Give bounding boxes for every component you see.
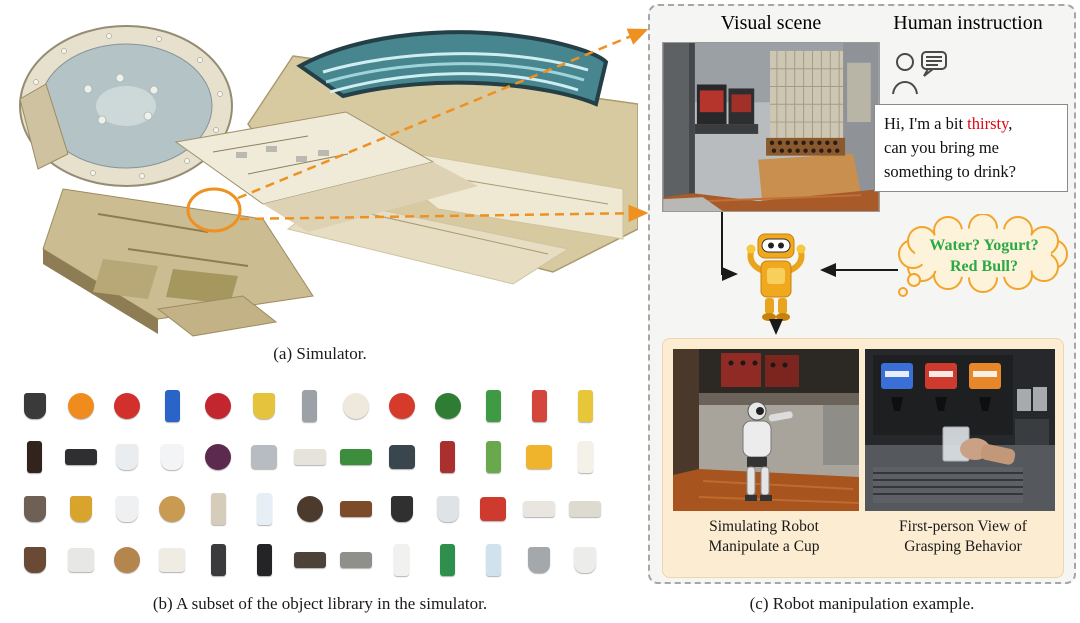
object-white-kettle <box>562 535 608 587</box>
simulator-illustration <box>8 4 639 342</box>
person-speech-icon <box>892 48 950 96</box>
object-orange <box>58 380 104 432</box>
instruction-line-1: Hi, I'm a bit thirsty, <box>884 114 1013 133</box>
instruction-highlight: thirsty <box>967 114 1009 133</box>
simulator-scene-svg <box>19 25 639 337</box>
object-milk-bottle <box>562 432 608 484</box>
object-mangosteen <box>195 432 241 484</box>
thought-cloud: Water? Yogurt? Red Bull? <box>898 213 1070 308</box>
robot-manipulation-panel: Visual scene Human instruction <box>648 4 1076 584</box>
object-black-stapler <box>58 432 104 484</box>
object-kettle <box>12 380 58 432</box>
object-pringles-can <box>195 483 241 535</box>
object-teddy-bear <box>333 380 379 432</box>
caption-b: (b) A subset of the object library in th… <box>152 594 488 613</box>
object-rubiks-cube <box>470 483 516 535</box>
object-mortar-and-pestle <box>12 483 58 535</box>
object-white-animal-toy <box>287 432 333 484</box>
instruction-box: Hi, I'm a bit thirsty, can you bring me … <box>874 104 1068 192</box>
object-green-juice-box <box>470 380 516 432</box>
visual-scene-image <box>662 42 880 212</box>
instruction-line-3: something to drink? <box>884 161 1016 181</box>
object-bead-bracelet <box>287 483 333 535</box>
object-donut <box>150 483 196 535</box>
object-yellow-mug <box>58 483 104 535</box>
object-black-thermos <box>241 535 287 587</box>
object-white-tray <box>562 483 608 535</box>
object-white-container <box>104 483 150 535</box>
object-blue-drink-can <box>150 380 196 432</box>
object-red-white-tube <box>516 380 562 432</box>
object-coffee-tumbler <box>12 535 58 587</box>
object-soy-sauce-bottle <box>12 432 58 484</box>
first-person-image <box>865 349 1055 511</box>
object-bread-loaf <box>104 535 150 587</box>
object-apple <box>195 380 241 432</box>
object-strawberry <box>104 380 150 432</box>
object-white-spray-bottle <box>379 535 425 587</box>
object-gray-basin <box>333 535 379 587</box>
object-gray-paper-cup <box>516 535 562 587</box>
object-cucumber <box>333 432 379 484</box>
object-dotted-cup <box>425 483 471 535</box>
object-water-bottle <box>470 535 516 587</box>
object-yellow-bowl <box>241 380 287 432</box>
object-yellow-milk-carton <box>562 380 608 432</box>
object-watermelon <box>425 380 471 432</box>
object-kitchen-scale <box>58 535 104 587</box>
object-paper-bag <box>516 483 562 535</box>
object-dark-card-case <box>379 432 425 484</box>
object-library-grid <box>12 380 608 586</box>
human-instruction-title: Human instruction <box>893 12 1043 34</box>
instruction-line-2: can you bring me <box>884 137 1000 157</box>
object-brown-wallet <box>333 483 379 535</box>
caption-c: (c) Robot manipulation example. <box>749 594 975 613</box>
object-tomato <box>379 380 425 432</box>
visual-scene-title: Visual scene <box>720 12 822 34</box>
thought-bubble-text: Water? Yogurt? Red Bull? <box>929 237 1039 275</box>
sub-caption-right: First-person View of Grasping Behavior <box>899 518 1027 556</box>
object-dark-tray <box>287 535 333 587</box>
object-white-cup <box>150 432 196 484</box>
object-calculator <box>241 432 287 484</box>
robot-sim-image <box>673 349 859 511</box>
object-white-carton-box <box>150 535 196 587</box>
object-gray-can <box>287 380 333 432</box>
robot-icon <box>745 228 807 324</box>
object-milk-carton <box>241 483 287 535</box>
object-white-bowl <box>104 432 150 484</box>
object-red-book <box>425 432 471 484</box>
object-black-pot <box>379 483 425 535</box>
object-yellow-snack-pack <box>516 432 562 484</box>
manipulation-examples-panel: Simulating Robot Manipulate a Cup First-… <box>662 338 1064 578</box>
object-black-trash-bin <box>195 535 241 587</box>
object-green-drink-bottle <box>425 535 471 587</box>
caption-a: (a) Simulator. <box>273 344 367 363</box>
object-green-tea-bottle <box>470 432 516 484</box>
sub-caption-left: Simulating Robot Manipulate a Cup <box>708 518 820 556</box>
